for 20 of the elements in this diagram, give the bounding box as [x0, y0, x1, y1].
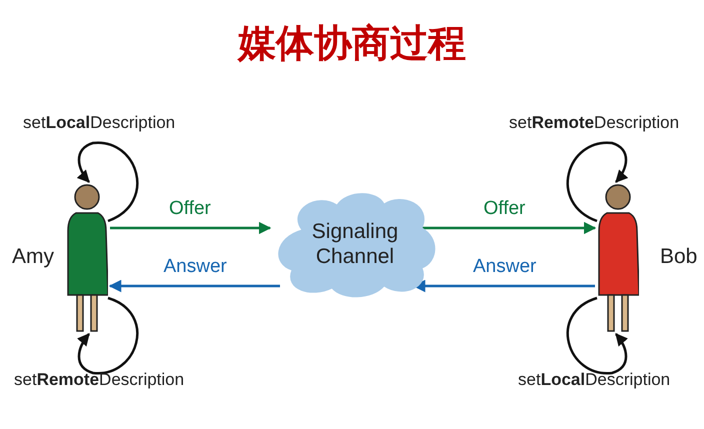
arrow: [110, 222, 272, 234]
edge-label: Offer: [484, 198, 526, 220]
person-name: Amy: [12, 245, 54, 269]
loop-arrow: [77, 296, 139, 374]
cloud-text: Signaling Channel: [310, 218, 400, 270]
loop-arrow: [566, 296, 628, 374]
person-drawing: [66, 183, 108, 333]
edge-label: setLocalDescription: [518, 370, 670, 390]
arrow: [108, 280, 280, 292]
edge-label: setRemoteDescription: [14, 370, 184, 390]
edge-label: setLocalDescription: [23, 113, 176, 133]
loop-arrow: [566, 142, 628, 222]
person-name: Bob: [660, 245, 698, 269]
person-drawing: [597, 183, 639, 333]
loop-arrow: [77, 142, 138, 222]
title: 媒体协商过程: [236, 20, 467, 67]
edge-label: setRemoteDescription: [509, 113, 680, 133]
edge-label: Offer: [169, 198, 211, 220]
edge-label: Answer: [164, 256, 227, 278]
edge-label: Answer: [473, 256, 536, 278]
